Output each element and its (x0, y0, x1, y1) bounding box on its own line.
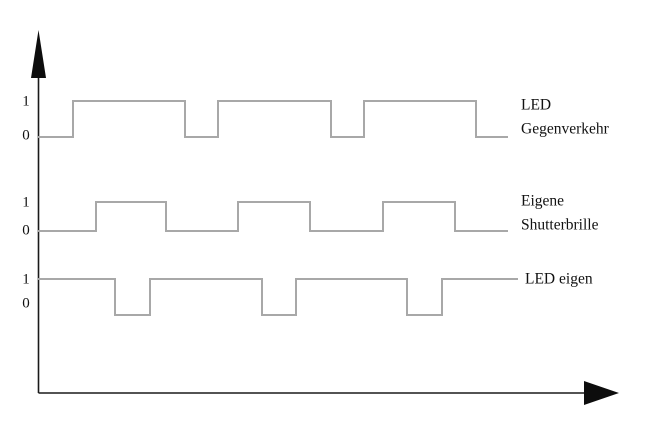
x-axis-arrow-icon (584, 381, 619, 405)
row1-tick-low-label: 0 (22, 127, 30, 143)
row3-tick-low-label: 0 (22, 295, 30, 311)
row2-tick-low-label: 0 (22, 222, 30, 238)
signal-label-led-gegenverkehr-line1: LED (521, 97, 551, 114)
signal-label-led-gegenverkehr-line2: Gegenverkehr (521, 121, 610, 138)
signal-label-led-eigen-line1: LED eigen (525, 271, 593, 288)
row2-tick-high-label: 1 (22, 194, 30, 210)
signal-label-eigene-shutterbrille-line1: Eigene (521, 193, 564, 210)
waveform-led-gegenverkehr (38, 100, 508, 138)
row1-tick-high-label: 1 (22, 93, 30, 109)
row3-tick-high-label: 1 (22, 271, 30, 287)
y-axis-arrow-icon (31, 30, 46, 78)
signal-label-eigene-shutterbrille-line2: Shutterbrille (521, 217, 599, 234)
waveform-led-eigen (38, 278, 518, 316)
waveform-eigene-shutterbrille (38, 201, 508, 232)
